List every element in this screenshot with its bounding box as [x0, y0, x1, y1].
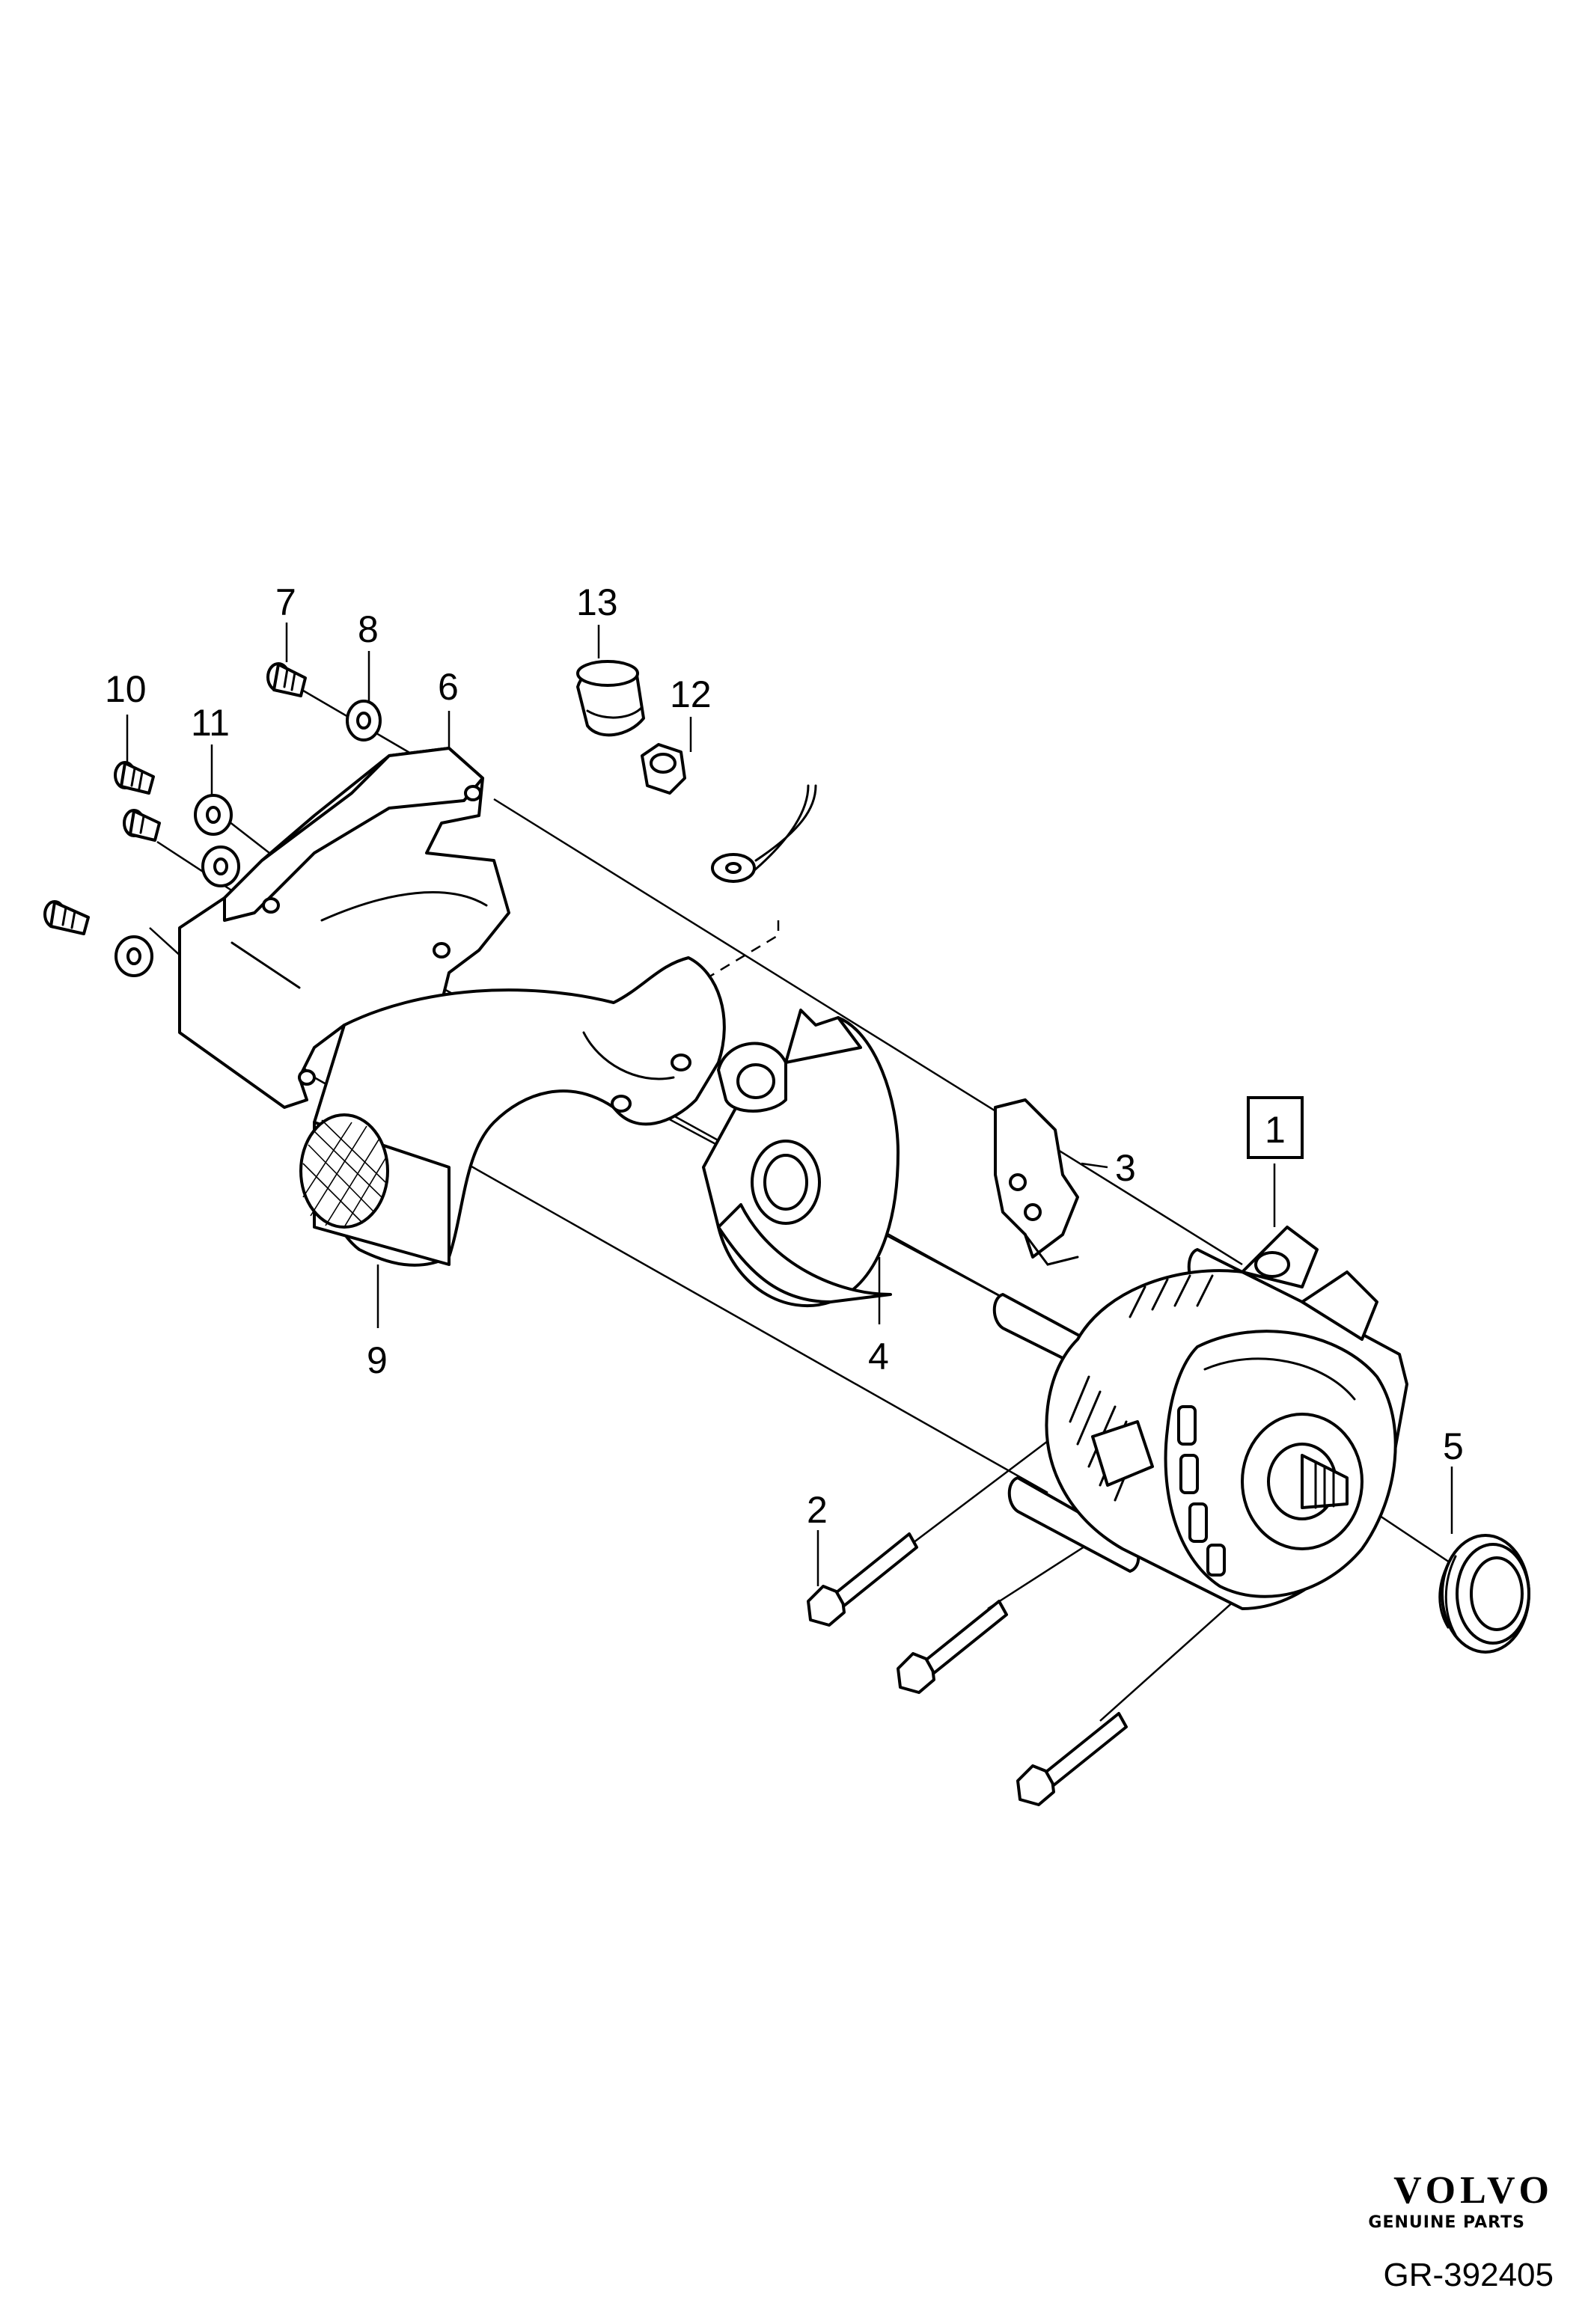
bolt-part-10c [43, 900, 90, 935]
regulator-part-3 [994, 1098, 1108, 1266]
callout-5: 5 [1443, 1425, 1464, 1467]
callout-4: 4 [868, 1336, 889, 1377]
washer-part-8 [346, 700, 382, 741]
bolt-part-7 [266, 662, 307, 697]
callout-leaders [126, 623, 1453, 1586]
brand-block: VOLVO GENUINE PARTS GR-392405 [1368, 2170, 1554, 2294]
genuine-parts-tagline: GENUINE PARTS [1368, 2213, 1525, 2232]
ground-cable [711, 784, 817, 883]
callout-1: 1 [1265, 1109, 1286, 1151]
bolt-part-10b [123, 809, 161, 842]
diagram-reference: GR-392405 [1383, 2257, 1554, 2293]
callout-10: 10 [105, 668, 147, 710]
pulley-part-5 [1438, 1534, 1530, 1654]
bolt-part-10a [114, 761, 155, 795]
nut-part-12 [641, 743, 686, 795]
bolt-part-2c [1016, 1712, 1128, 1806]
washer-part-11b [201, 845, 240, 887]
washer-part-11c [114, 935, 153, 977]
washer-part-11a [194, 794, 233, 836]
callout-box-1 [1247, 1096, 1304, 1159]
callout-7: 7 [275, 581, 296, 623]
callout-12: 12 [670, 673, 712, 715]
callout-13: 13 [576, 581, 618, 623]
air-duct-part-9 [178, 747, 726, 1267]
bracket-part-6 [223, 747, 484, 1086]
volvo-logo: VOLVO [1393, 2169, 1554, 2212]
bolt-part-2a [807, 1532, 918, 1627]
callout-2: 2 [807, 1489, 828, 1531]
callout-6: 6 [438, 666, 459, 708]
cap-part-13 [576, 660, 645, 737]
bolt-part-2b [897, 1600, 1008, 1694]
callout-9: 9 [367, 1339, 388, 1381]
callout-3: 3 [1115, 1147, 1136, 1189]
callout-11: 11 [191, 702, 230, 744]
rear-cover-part-4 [702, 1009, 900, 1308]
callout-8: 8 [358, 608, 379, 650]
alternator-part-1 [992, 1226, 1408, 1610]
